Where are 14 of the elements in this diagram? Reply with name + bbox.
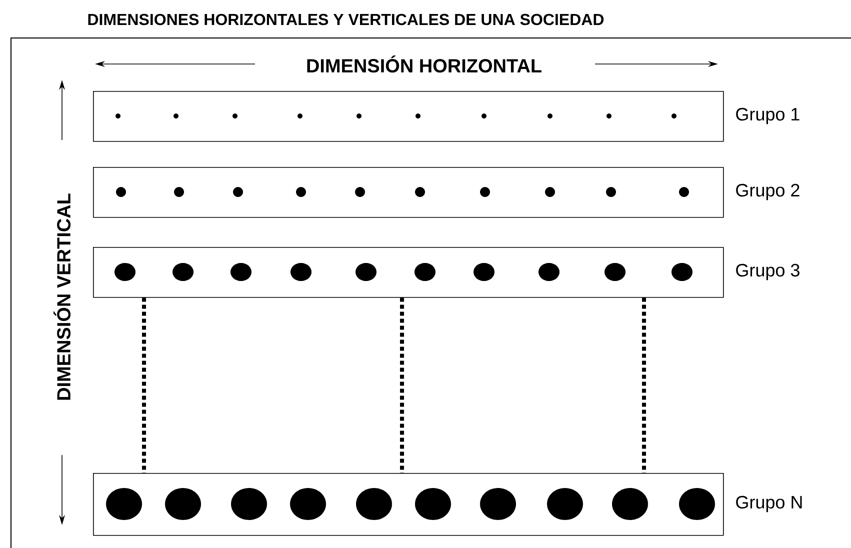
group-band bbox=[93, 247, 724, 298]
dimension-label: DIMENSIÓN VERTICAL bbox=[54, 194, 71, 400]
group-label: Grupo 3 bbox=[736, 264, 800, 280]
group-band bbox=[93, 167, 724, 218]
dimension-label: DIMENSIÓN HORIZONTAL bbox=[307, 56, 542, 72]
dotted-connector bbox=[642, 298, 646, 473]
group-label: Grupo N bbox=[736, 496, 802, 512]
dotted-connector bbox=[142, 298, 146, 473]
group-label: Grupo 1 bbox=[736, 108, 800, 124]
title: DIMENSIONES HORIZONTALES Y VERTICALES DE UNA SOCIEDAD bbox=[88, 14, 604, 26]
group-band bbox=[93, 473, 724, 536]
group-band bbox=[93, 91, 724, 142]
dotted-connector bbox=[400, 298, 404, 473]
group-label: Grupo 2 bbox=[736, 184, 800, 200]
